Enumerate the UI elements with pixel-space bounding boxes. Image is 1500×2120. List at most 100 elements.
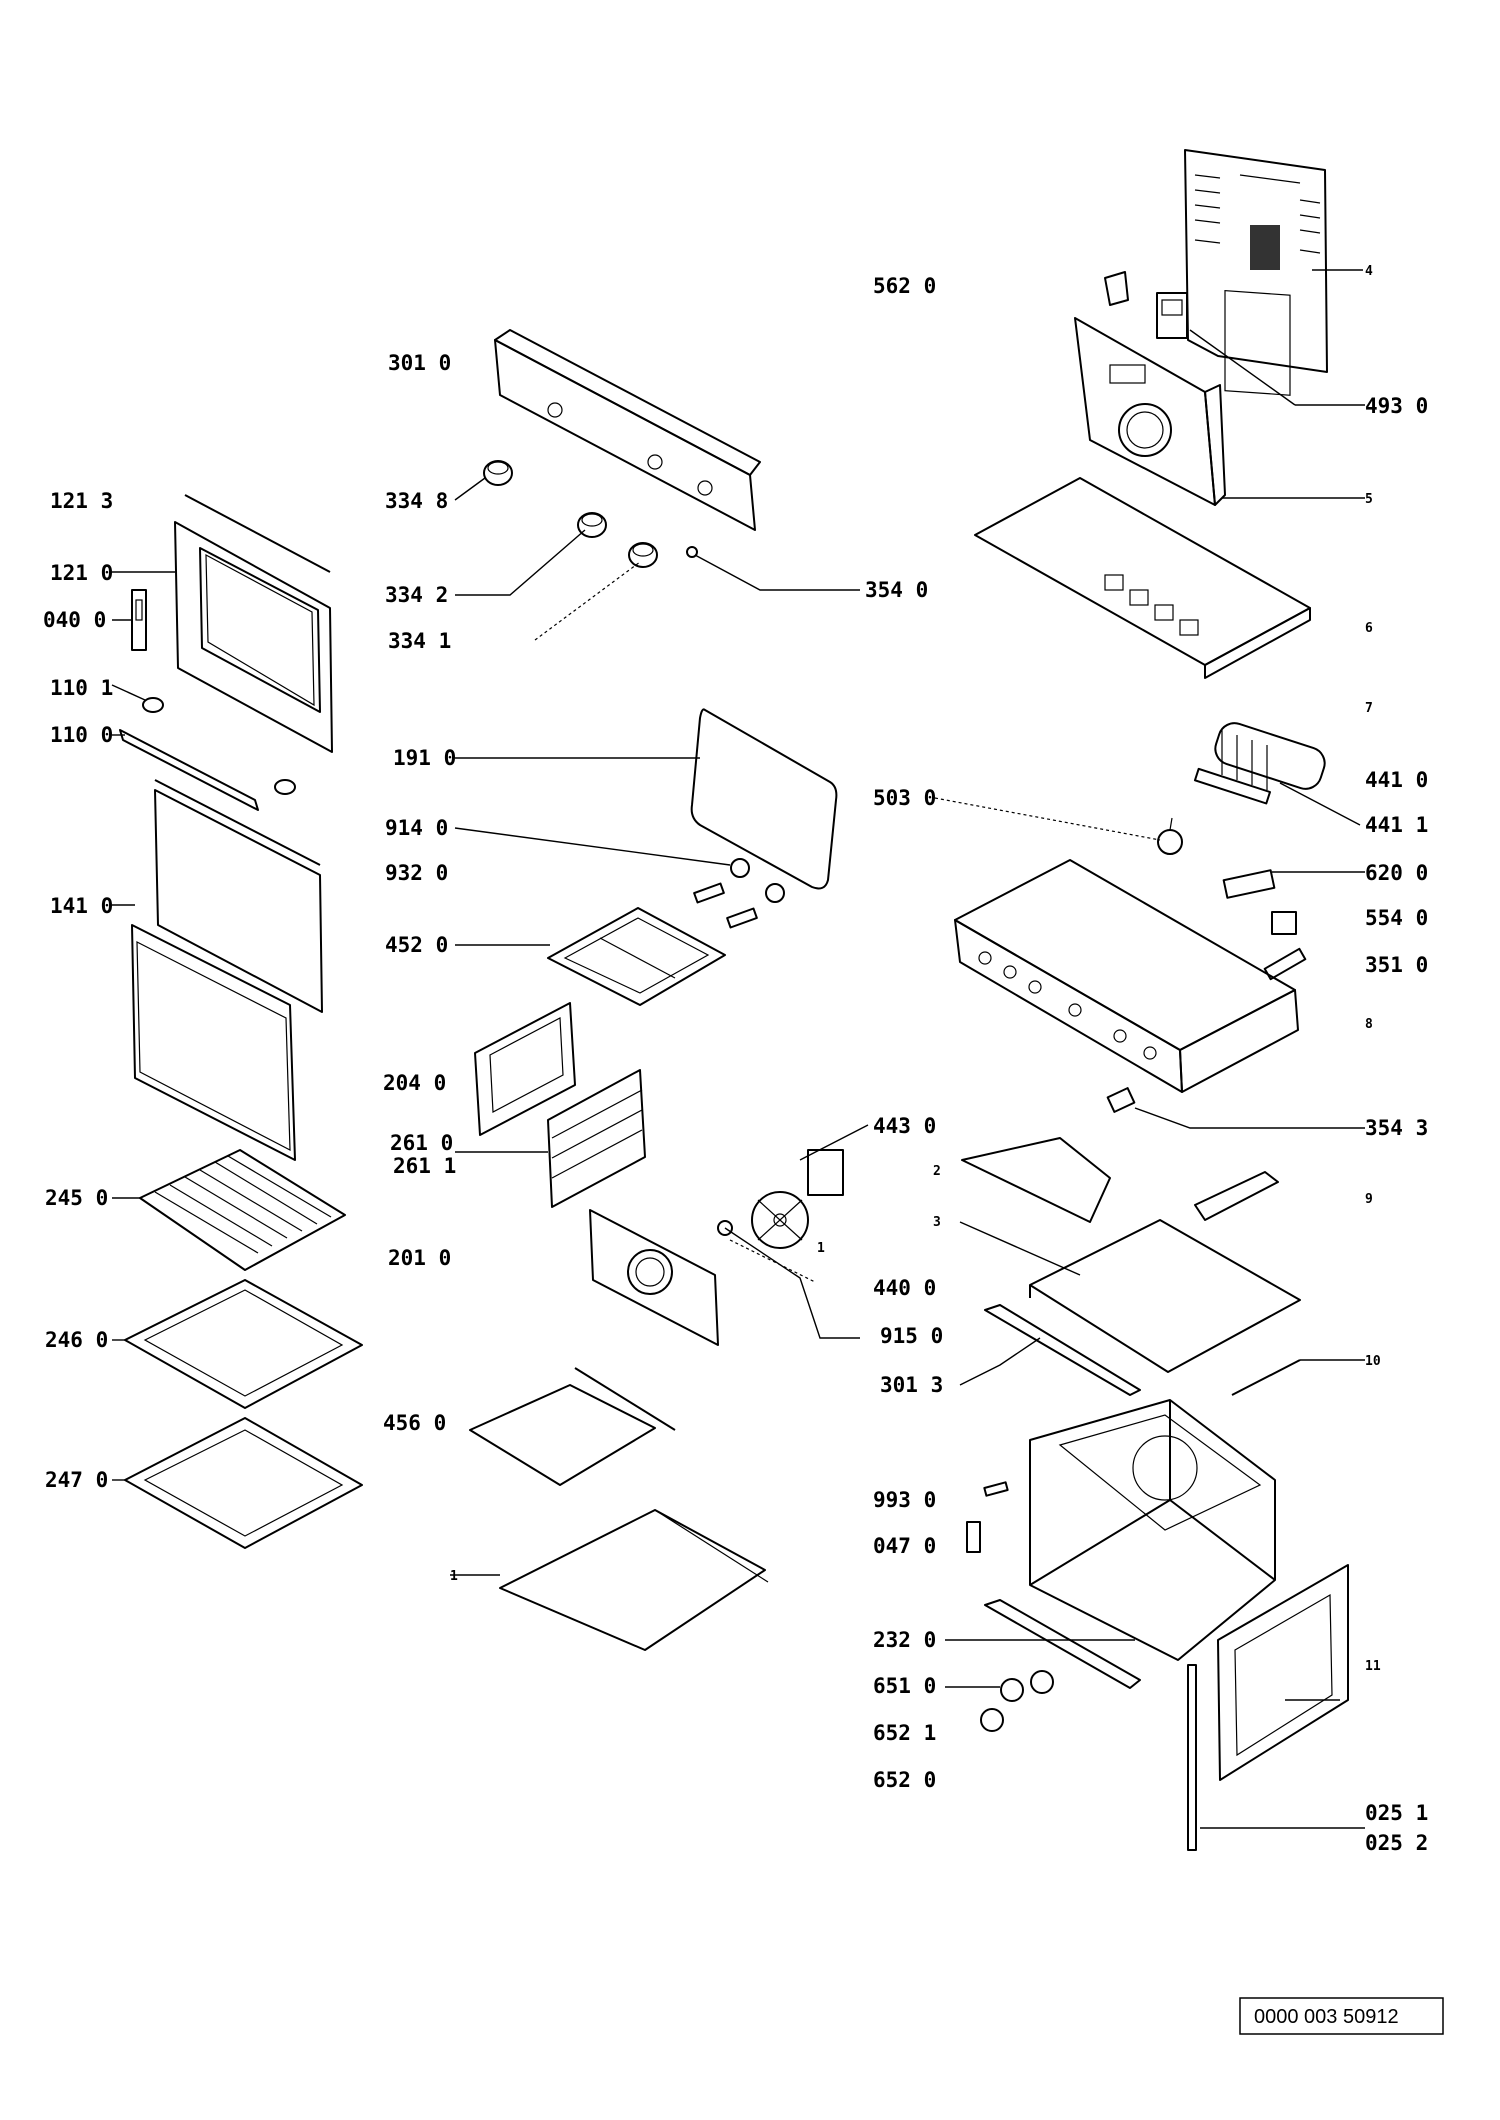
bracket-2 <box>961 1137 1111 1223</box>
ref-7: 7 <box>1365 701 1373 716</box>
label-6521: 652 1 <box>873 1721 936 1745</box>
label-2320: 232 0 <box>873 1628 936 1652</box>
label-9320: 932 0 <box>385 861 448 885</box>
convection-fan <box>717 1149 844 1249</box>
label-2460: 246 0 <box>45 1328 108 1352</box>
label-2470: 247 0 <box>45 1468 108 1492</box>
label-1910: 191 0 <box>393 746 456 770</box>
label-0252: 025 2 <box>1365 1831 1428 1855</box>
label-3013: 301 3 <box>880 1373 943 1397</box>
label-4400: 440 0 <box>873 1276 936 1300</box>
label-3342: 334 2 <box>385 583 448 607</box>
grill-heating-element <box>547 907 726 1006</box>
label-9930: 993 0 <box>873 1488 936 1512</box>
label-2610: 261 0 <box>390 1131 453 1155</box>
wire-shelf <box>139 1149 346 1271</box>
label-3540: 354 0 <box>865 578 928 602</box>
reference-numbers: 4 5 6 7 8 9 10 11 2 3 1 1 <box>450 264 1381 1674</box>
ref-5: 5 <box>1365 492 1373 507</box>
label-1100: 110 0 <box>50 723 113 747</box>
label-9150: 915 0 <box>880 1324 943 1348</box>
ref-1-bottom: 1 <box>450 1569 458 1584</box>
label-4520: 452 0 <box>385 933 448 957</box>
label-6510: 651 0 <box>873 1674 936 1698</box>
control-box <box>954 859 1299 1093</box>
bottom-plate <box>499 1509 769 1651</box>
document-number: 0000 003 50912 <box>1254 2006 1399 2028</box>
door-frame <box>174 494 333 753</box>
label-6520: 652 0 <box>873 1768 936 1792</box>
label-3510: 351 0 <box>1365 953 1428 977</box>
ref-6: 6 <box>1365 621 1373 636</box>
label-0470: 047 0 <box>873 1534 936 1558</box>
knob-3348 <box>483 460 513 486</box>
part-labels: 562 0 301 0 493 0 121 3 334 8 121 0 040 … <box>43 274 1428 1855</box>
top-plate <box>974 477 1311 679</box>
label-0400: 040 0 <box>43 608 106 632</box>
label-9140: 914 0 <box>385 816 448 840</box>
document-number-box: 0000 003 50912 <box>1239 1997 1444 2035</box>
small-bracket <box>1104 271 1129 306</box>
clip-0470 <box>966 1521 981 1553</box>
label-4430: 443 0 <box>873 1114 936 1138</box>
screw-9930 <box>983 1481 1009 1497</box>
ref-3: 3 <box>933 1215 941 1230</box>
label-1213: 121 3 <box>50 489 113 513</box>
ref-8: 8 <box>1365 1017 1373 1032</box>
label-1101: 110 1 <box>50 676 113 700</box>
label-2040: 204 0 <box>383 1071 446 1095</box>
bracket-9 <box>1194 1171 1279 1221</box>
label-5540: 554 0 <box>1365 906 1428 930</box>
thermal-cutout <box>1157 817 1183 855</box>
label-4560: 456 0 <box>383 1411 446 1435</box>
tangential-fan-motor <box>1193 722 1326 805</box>
hinge-rod <box>1187 1664 1197 1851</box>
lamp-switch <box>1271 911 1297 935</box>
knob-3342 <box>577 512 607 538</box>
label-1210: 121 0 <box>50 561 113 585</box>
leader-lines <box>111 269 1365 1829</box>
bottom-heating-element <box>469 1367 676 1486</box>
label-4410: 441 0 <box>1365 768 1428 792</box>
door-glass-panels <box>131 779 323 1161</box>
rod-10 <box>1231 1359 1301 1396</box>
ref-10: 10 <box>1365 1354 1381 1369</box>
thermostat-part <box>1156 292 1188 339</box>
knob-3341 <box>628 542 658 568</box>
lamp-3540 <box>686 546 698 558</box>
rear-cover-panel <box>1184 149 1328 396</box>
label-2450: 245 0 <box>45 1186 108 1210</box>
hinge-bar <box>984 1599 1141 1689</box>
label-4930: 493 0 <box>1365 394 1428 418</box>
drip-pan <box>124 1417 363 1549</box>
ref-4: 4 <box>1365 264 1373 279</box>
ref-1-fan: 1 <box>817 1241 825 1256</box>
side-rail <box>984 1304 1141 1396</box>
shelf-supports <box>547 1069 646 1208</box>
ref-2: 2 <box>933 1164 941 1179</box>
door-hinge <box>131 589 147 651</box>
side-runner-frame <box>474 1002 576 1136</box>
terminal-block <box>1222 869 1276 899</box>
ref-11: 11 <box>1365 1659 1381 1674</box>
fastener-parts <box>693 858 785 929</box>
label-5030: 503 0 <box>873 786 936 810</box>
door-handle <box>119 697 296 811</box>
mounting-plate <box>1029 1219 1301 1373</box>
label-3010: 301 0 <box>388 351 451 375</box>
label-2611: 261 1 <box>393 1154 456 1178</box>
label-3543: 354 3 <box>1365 1116 1428 1140</box>
label-5620: 562 0 <box>873 274 936 298</box>
control-panel <box>494 329 761 531</box>
lamp-holder <box>1263 947 1307 981</box>
label-0251: 025 1 <box>1365 1801 1428 1825</box>
label-3348: 334 8 <box>385 489 448 513</box>
label-1410: 141 0 <box>50 894 113 918</box>
oven-cavity <box>1029 1399 1276 1661</box>
fan-cover <box>589 1209 719 1346</box>
label-6200: 620 0 <box>1365 861 1428 885</box>
ref-9: 9 <box>1365 1192 1373 1207</box>
label-4411: 441 1 <box>1365 813 1428 837</box>
side-door-panel <box>1217 1564 1349 1781</box>
